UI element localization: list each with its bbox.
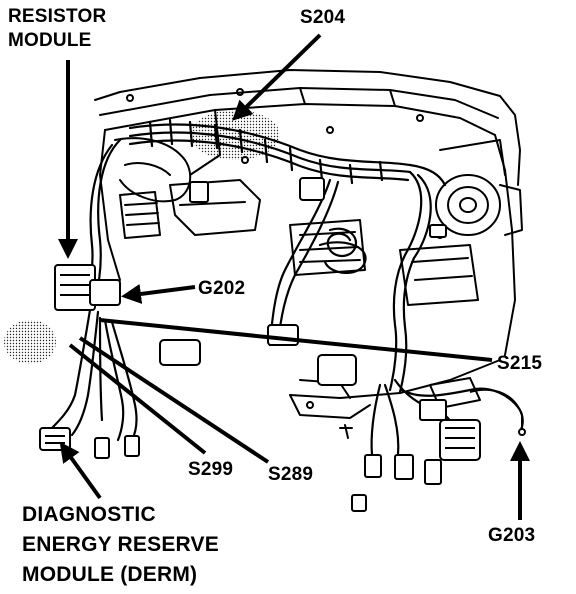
pointer-g202 — [121, 284, 196, 304]
label-derm-3: MODULE (DERM) — [22, 563, 197, 586]
label-resistor-module-1: RESISTOR — [8, 6, 106, 27]
connectors — [39, 177, 481, 512]
label-s215: S215 — [497, 353, 542, 374]
label-derm-2: ENERGY RESERVE — [22, 533, 219, 556]
label-s204: S204 — [300, 7, 345, 28]
shaded-areas — [4, 110, 280, 364]
pointer-s204 — [232, 33, 322, 121]
callout-pointers — [58, 33, 530, 520]
pointer-s299 — [68, 343, 207, 455]
label-resistor-module-2: MODULE — [8, 30, 92, 51]
label-g202: G202 — [198, 278, 245, 299]
label-s289: S289 — [268, 464, 313, 485]
labels: RESISTOR MODULE S204 G202 S215 S299 S289… — [8, 6, 542, 586]
ground-wire-g203 — [469, 388, 523, 430]
pointer-s289 — [78, 336, 270, 464]
pointer-derm — [59, 441, 102, 500]
label-s299: S299 — [188, 459, 233, 480]
pointer-s215 — [99, 318, 493, 362]
main-harness — [48, 118, 524, 457]
label-g203: G203 — [488, 525, 535, 546]
ground-eyelet-g203 — [518, 428, 526, 436]
label-derm-1: DIAGNOSTIC — [22, 503, 156, 526]
